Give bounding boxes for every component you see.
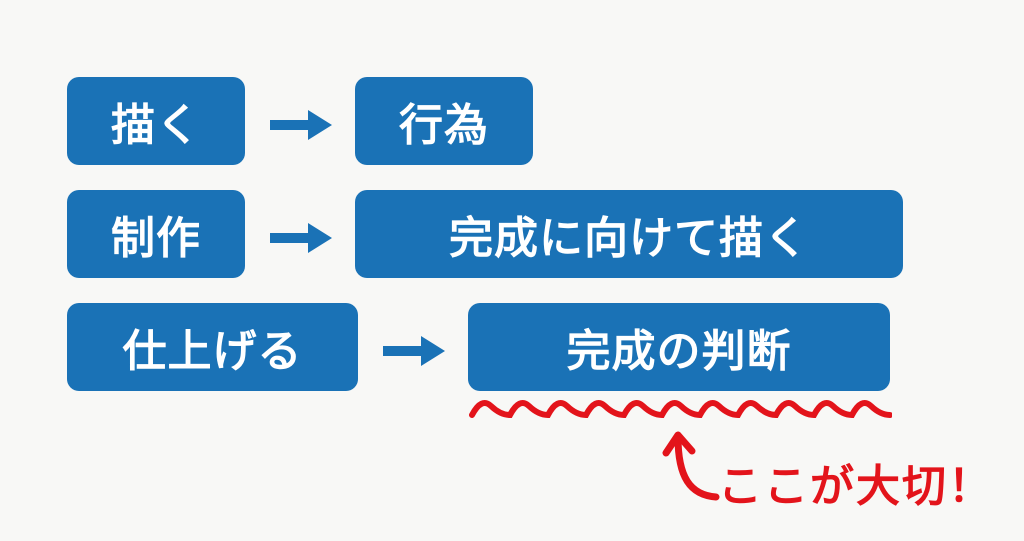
meaning-box-act: 行為 bbox=[355, 77, 533, 165]
arrow-right-icon bbox=[383, 336, 445, 366]
arrow-right-icon bbox=[270, 110, 332, 140]
arrow-right-icon bbox=[270, 223, 332, 253]
wavy-underline bbox=[469, 400, 892, 419]
meaning-box-completion-judgment: 完成の判断 bbox=[468, 303, 890, 391]
term-box-finish: 仕上げる bbox=[67, 303, 358, 391]
meaning-box-draw-toward-completion: 完成に向けて描く bbox=[355, 190, 903, 278]
term-box-production: 制作 bbox=[67, 190, 245, 278]
important-note: ここが大切！ bbox=[718, 461, 994, 512]
term-box-draw: 描く bbox=[67, 77, 245, 165]
curved-arrow-up-icon bbox=[662, 431, 720, 501]
